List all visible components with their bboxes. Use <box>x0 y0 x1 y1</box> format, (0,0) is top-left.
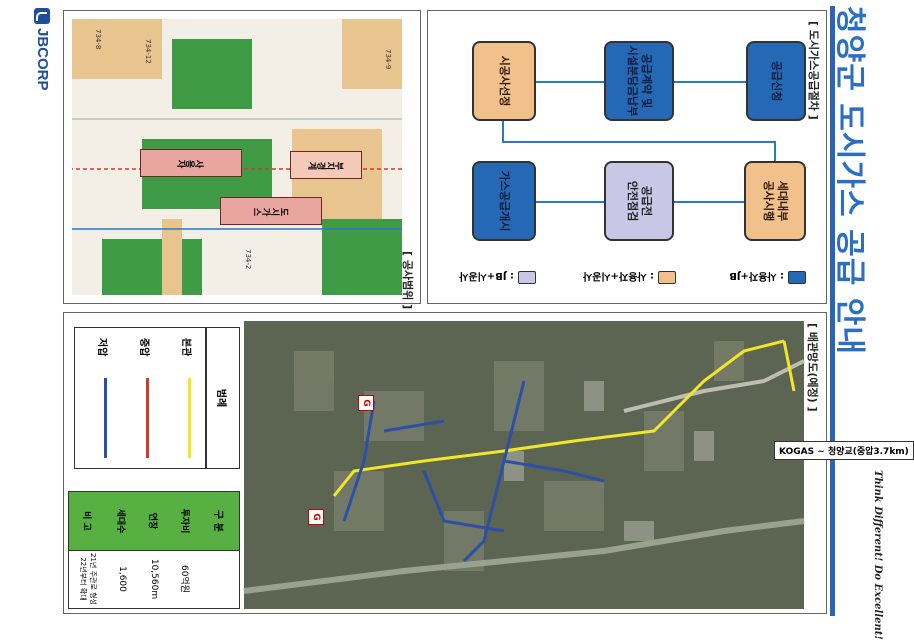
table-cell-length: 10,560m <box>149 558 159 600</box>
table-header-investment: 투자비 <box>179 508 190 534</box>
flow-step-apply-label: 공급신청 <box>770 60 784 102</box>
legend-title: 범례 <box>206 327 240 469</box>
gas-station-marker: G <box>358 395 374 411</box>
flow-arrow <box>502 141 776 143</box>
gas-station-marker: G <box>308 509 324 525</box>
legend-label-medium: 중압 <box>138 338 149 357</box>
flow-arrow <box>536 201 604 203</box>
flow-arrow <box>674 201 744 203</box>
flow-step-install: 세대내부 공사시행 <box>744 161 806 241</box>
legend-text: : 사용자+JB <box>729 270 784 281</box>
gas-arrow: 도시가스 <box>220 197 322 225</box>
legend-user-contractor: : 사용자+시공사 <box>583 270 676 285</box>
kogas-label: KOGAS ~ 청양교(중압3.7km) <box>774 441 914 460</box>
pipeline-map-panel: [ 배관망도(예정) ] <box>63 312 914 614</box>
flow-step-supply: 가스공급개시 <box>472 161 536 241</box>
parcel-label: 734-2 <box>244 249 252 270</box>
legend-jb-contractor: : JB+시공사 <box>459 270 536 285</box>
table-header-length: 연장 <box>147 512 158 530</box>
page-title: 청양군 도시가스 공급 안내 <box>832 6 867 355</box>
legend-swatch <box>788 271 806 284</box>
document-sheet: 청양군 도시가스 공급 안내 Think Different! Do Excel… <box>0 0 889 622</box>
flow-arrow <box>774 141 776 161</box>
map-section-label: [ 배관망도(예정) ] <box>806 323 819 412</box>
legend-label-main: 본관 <box>180 338 191 357</box>
legend-body: 본관 중압 저압 <box>74 327 206 469</box>
parcel-label: 734-8 <box>94 29 102 50</box>
legend-swatch-medium <box>146 378 149 458</box>
flow-step-inspection: 공급전 안전점검 <box>604 161 674 241</box>
footer-slogan: Think Different! Do Excellent! <box>872 470 883 640</box>
table-cell-households: 1,600 <box>117 566 127 592</box>
logo-text: JBCORP <box>34 28 51 91</box>
table-header-households: 세대수 <box>115 508 126 534</box>
flow-step-inspection-label: 공급전 안전점검 <box>626 180 654 222</box>
flow-step-contract: 공급계약 및 시설분담금납부 <box>604 41 674 121</box>
table-header-row: 구 분 투자비 연장 세대수 비 고 <box>69 492 239 551</box>
flow-step-contractor: 시공사선정 <box>472 41 536 121</box>
legend-text: : 사용자+시공사 <box>582 270 654 281</box>
table-header-note: 비 고 <box>81 511 92 531</box>
parcel-label: 734-9 <box>384 49 392 70</box>
procedure-section-label: [ 도시가스공급절차 ] <box>807 21 820 120</box>
rotated-page: 청양군 도시가스 공급 안내 Think Different! Do Excel… <box>0 0 889 622</box>
legend-user-jb: : 사용자+JB <box>729 270 806 285</box>
scope-panel: [ 공사범위 ] 734-12 734-9 734-2 734-8 <box>63 10 421 309</box>
aerial-overlay <box>243 321 805 609</box>
scope-map: 734-12 734-9 734-2 734-8 도시가스 사용자 부지경계 <box>72 19 402 295</box>
procedure-panel: [ 도시가스공급절차 ] 공급신청 공급계약 및 시설분담금납부 시공사선정 세… <box>427 10 827 304</box>
company-logo: JBCORP <box>34 8 51 91</box>
flow-arrow <box>536 81 604 83</box>
legend-swatch <box>658 271 676 284</box>
user-arrow: 사용자 <box>140 149 242 177</box>
legend-swatch-main <box>188 378 191 458</box>
legend-swatch <box>518 271 536 284</box>
legend-text: : JB+시공사 <box>459 270 514 281</box>
title-underline <box>830 6 835 616</box>
aerial-photo: KOGAS ~ 청양교(중압3.7km) G G <box>243 321 914 609</box>
flow-step-supply-label: 가스공급개시 <box>498 170 512 232</box>
scope-section-label: [ 공사범위 ] <box>401 251 414 310</box>
flow-arrow <box>674 81 746 83</box>
flow-arrow <box>502 121 504 141</box>
legend-label-low: 저압 <box>96 338 107 357</box>
flow-step-install-label: 세대내부 공사시행 <box>762 180 790 222</box>
jb-logo-icon <box>34 8 51 24</box>
parcel-label: 734-12 <box>144 39 152 64</box>
procedure-legend: : 사용자+JB : 사용자+시공사 : JB+시공사 <box>436 251 806 291</box>
table-cell-note: 21년 주관로 형성 22년부터 확대 <box>79 553 97 605</box>
boundary-label: 부지경계 <box>290 151 362 179</box>
flow-step-contractor-label: 시공사선정 <box>498 55 512 107</box>
table-cell-investment: 60억원 <box>179 564 190 593</box>
investment-table: 구 분 투자비 연장 세대수 비 고 60억원 10,560m 1,600 21… <box>68 491 240 609</box>
table-header-category: 구 분 <box>212 510 224 532</box>
map-legend: 범례 본관 중압 저압 <box>70 327 240 469</box>
flow-step-apply: 공급신청 <box>746 41 806 121</box>
legend-swatch-low <box>104 378 107 458</box>
flow-step-contract-label: 공급계약 및 시설분담금납부 <box>626 45 654 117</box>
